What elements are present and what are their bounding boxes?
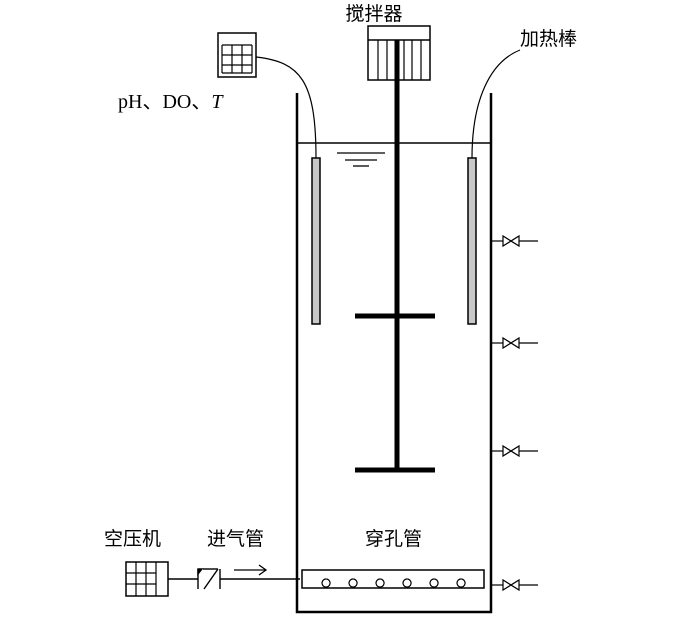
- sensor-meter-icon: [217, 32, 257, 78]
- compressor-label: 空压机: [104, 528, 161, 550]
- perforated-pipe: [301, 569, 485, 589]
- sensor-label: pH、DO、T: [118, 91, 224, 113]
- air-compressor-icon: [125, 561, 169, 597]
- sampling-valve-2: [491, 336, 538, 350]
- sensor-cable: [255, 56, 317, 159]
- sensor-probe: [311, 157, 321, 325]
- perforated-pipe-label: 穿孔管: [365, 528, 422, 550]
- inlet-pipe-label: 进气管: [207, 528, 264, 550]
- sampling-valve-1: [491, 234, 538, 248]
- reactor-vessel: [295, 93, 493, 614]
- flow-arrow-icon: [234, 564, 268, 576]
- stirrer-label: 搅拌器: [345, 3, 402, 25]
- drain-valve: [491, 578, 538, 592]
- sensor-label-t: T: [211, 91, 224, 113]
- check-valve-icon: [197, 568, 221, 590]
- sensor-label-prefix: pH、DO、: [118, 91, 211, 113]
- water-level-symbol: [337, 152, 385, 167]
- sampling-valve-3: [491, 444, 538, 458]
- heater-label: 加热棒: [520, 28, 577, 50]
- heater-cable: [471, 49, 521, 159]
- heater-rod: [467, 157, 477, 325]
